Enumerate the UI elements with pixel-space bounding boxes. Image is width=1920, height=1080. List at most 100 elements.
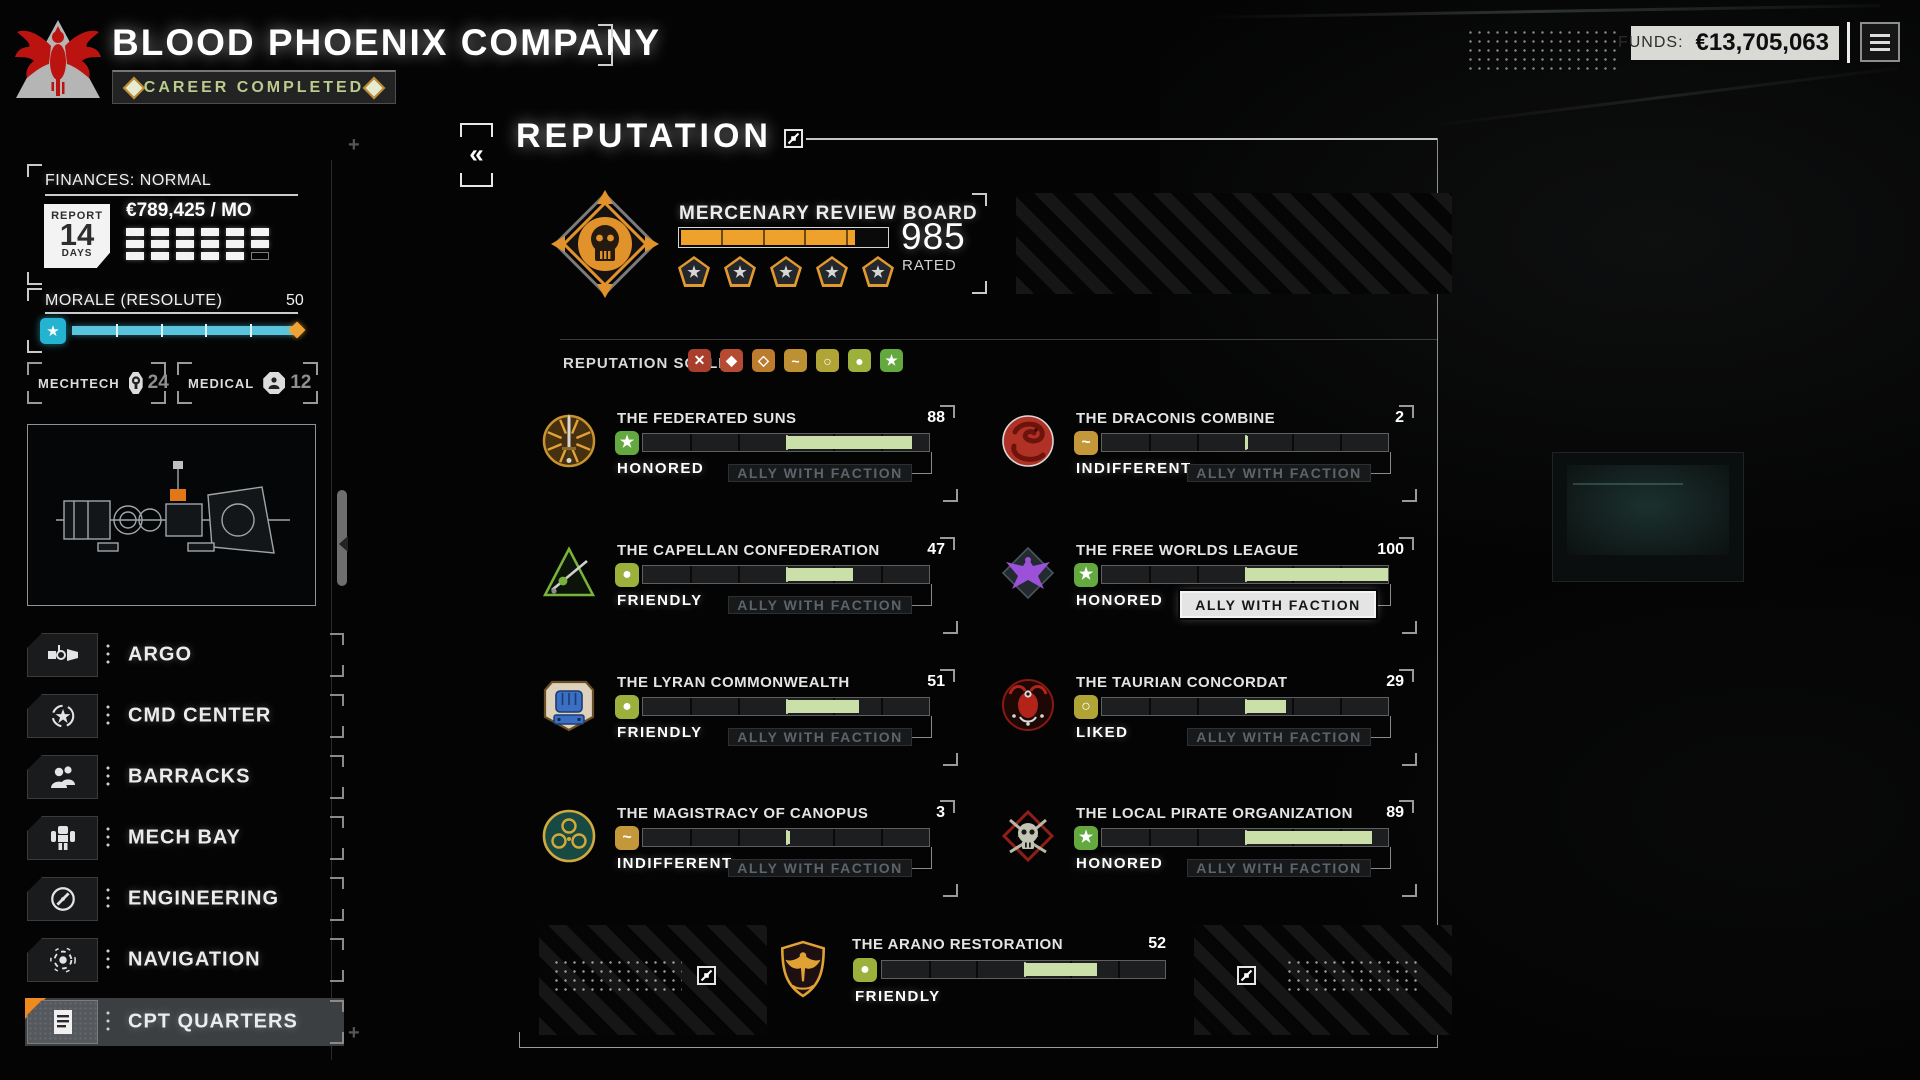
lyran-commonwealth-icon [541,677,599,735]
ally-with-faction-button[interactable]: ALLY WITH FACTION [1187,464,1371,482]
reputation-bar [1101,828,1389,847]
career-banner-text: CAREER COMPLETED [143,78,365,96]
star-badge: ★ [862,256,894,287]
reputation-badge: ~ [615,826,639,850]
decorative-dot-grid [552,958,682,996]
resize-panel-icon[interactable] [697,966,716,985]
medic-icon [263,372,286,394]
mrb-bracket [972,193,987,206]
faction-name: THE DRACONIS COMBINE [1076,410,1276,427]
connector-line [1371,716,1391,738]
ally-with-faction-button[interactable]: ALLY WITH FACTION [1187,728,1371,746]
reputation-bar [642,697,930,716]
title-bracket [598,52,613,66]
faction-name: THE LYRAN COMMONWEALTH [617,674,850,691]
reputation-bar [1101,565,1389,584]
argo-ship-schematic [27,424,316,606]
wrench-icon [128,372,143,394]
ally-with-faction-button[interactable]: ALLY WITH FACTION [1187,859,1371,877]
reputation-bar [642,433,930,452]
orbit-icon [27,938,98,982]
mercenary-review-board-emblem [549,188,661,305]
mechtech-value: 24 [147,372,169,393]
hamburger-menu-button[interactable] [1860,22,1900,62]
faction-reputation-value: 88 [927,409,945,426]
morale-underline [45,312,298,314]
decorative-dot-grid [1466,28,1616,70]
reputation-badge: ★ [615,431,639,455]
background-monitor [1552,452,1744,582]
faction-reputation-value: 100 [1377,541,1404,558]
reputation-bar-fill [786,831,791,844]
section-divider [560,339,1437,340]
medical-value: 12 [290,372,312,393]
federated-suns-icon [541,413,599,471]
faction-status: HONORED [1076,855,1164,872]
faction-name: THE ARANO RESTORATION [852,936,1064,953]
scale-hated-icon: ◆ [720,349,743,372]
back-button[interactable]: « [460,123,493,187]
reputation-badge: ● [615,695,639,719]
resize-panel-icon[interactable] [784,129,803,148]
sidebar-item-engineering[interactable]: ENGINEERING [27,877,344,921]
faction-card-arano-restoration: THE ARANO RESTORATION 52 ● FRIENDLY [770,928,1176,1023]
panel-top-line [806,138,1437,140]
taurian-concordat-icon [1000,677,1058,735]
faction-reputation-value: 47 [927,541,945,558]
reputation-bar-fill [1245,568,1388,581]
medical-stat: MEDICAL 12 [177,362,318,404]
star-badge: ★ [770,256,802,287]
ally-with-faction-button[interactable]: ALLY WITH FACTION [728,728,912,746]
reputation-bar-fill [1245,831,1373,844]
diamond-icon [122,76,146,99]
morale-slider-handle[interactable]: ★ [40,318,66,344]
faction-name: THE FREE WORLDS LEAGUE [1076,542,1299,559]
reputation-bar [1101,433,1389,452]
ally-with-faction-button[interactable]: ALLY WITH FACTION [728,596,912,614]
collapse-arrow-icon [339,536,348,552]
faction-card-capellan-confederation: THE CAPELLAN CONFEDERATION 47 ● FRIENDLY… [535,537,958,634]
sidebar-item-mech-bay[interactable]: MECH BAY [27,816,344,860]
ally-with-faction-button[interactable]: ALLY WITH FACTION [728,464,912,482]
medical-label: MEDICAL [188,375,255,391]
reputation-bar [642,828,930,847]
background-scene [1160,0,1920,1080]
company-name: BLOOD PHOENIX COMPANY [112,22,662,63]
funds-display: FUNDS: €13,705,063 [1618,26,1839,60]
sidebar-item-argo[interactable]: ARGO [27,633,344,677]
star-badge: ★ [678,256,710,287]
sidebar-item-cmd-center[interactable]: CMD CENTER [27,694,344,738]
morale-bracket [27,288,42,301]
sidebar-item-barracks[interactable]: BARRACKS [27,755,344,799]
sidebar-item-navigation[interactable]: NAVIGATION [27,938,344,982]
scale-honored-icon: ★ [880,349,903,372]
scale-disliked-icon: ◇ [752,349,775,372]
sidebar-item-cpt-quarters[interactable]: CPT QUARTERS [25,998,344,1046]
diamond-icon [362,76,386,99]
morale-slider-track[interactable] [72,324,294,337]
document-icon [27,1000,98,1044]
funds-label: FUNDS: [1617,34,1684,51]
faction-name: THE CAPELLAN CONFEDERATION [617,542,880,559]
finance-blocks [126,228,278,260]
ally-with-faction-button-highlighted[interactable]: ALLY WITH FACTION [1180,591,1376,618]
faction-card-federated-suns: THE FEDERATED SUNS 88 ★ HONORED ALLY WIT… [535,405,958,502]
reputation-bar-fill [1245,436,1248,449]
arano-restoration-icon [778,940,828,998]
pirate-skull-icon [1000,808,1058,866]
faction-reputation-value: 29 [1386,673,1404,690]
plus-marker: + [348,1022,360,1044]
connector-line [912,452,932,474]
finances-title: FINANCES: NORMAL [45,172,212,189]
faction-card-lyran-commonwealth: THE LYRAN COMMONWEALTH 51 ● FRIENDLY ALL… [535,669,958,766]
faction-card-free-worlds-league: THE FREE WORLDS LEAGUE 100 ★ HONORED ALL… [994,537,1417,634]
morale-label: MORALE (RESOLUTE) [45,292,223,309]
scale-friendly-icon: ● [848,349,871,372]
mrb-rating-value: 985 [901,216,966,257]
reputation-bar-fill [1023,963,1098,976]
mechtech-label: MECHTECH [38,375,120,391]
ally-with-faction-button[interactable]: ALLY WITH FACTION [728,859,912,877]
company-logo [12,6,104,107]
resize-panel-icon[interactable] [1237,966,1256,985]
